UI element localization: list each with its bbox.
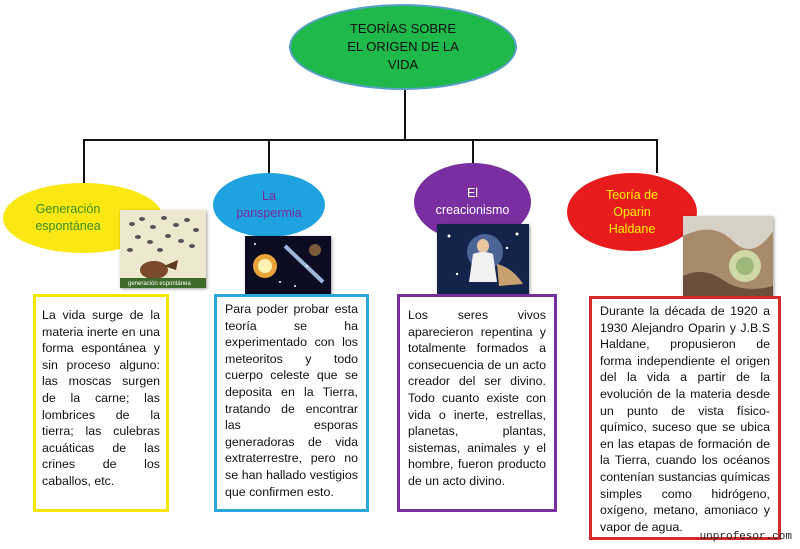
oparin-haldane-text: Durante la década de 1920 a 1930 Alejand…: [600, 304, 770, 534]
branch-3-title-line-1: El: [466, 186, 479, 200]
horizontal-connector: [83, 139, 657, 141]
title-ellipse: TEORÍAS SOBRE EL ORIGEN DE LA VIDA: [289, 4, 517, 90]
branch-3-stem: [472, 139, 474, 163]
branch-4-title-line-2: Oparin: [613, 204, 651, 219]
branch-panspermia-ellipse: La panspermia: [213, 173, 325, 237]
title-line-1: TEORÍAS SOBRE: [349, 21, 457, 36]
oparin-haldane-textbox: Durante la década de 1920 a 1930 Alejand…: [589, 296, 781, 540]
meteorite-space-image: [245, 236, 331, 294]
branch-oparin-haldane-ellipse: Teoría de Oparin Haldane: [567, 173, 697, 251]
primordial-ocean-image: [683, 216, 773, 296]
generacion-espontanea-textbox: La vida surge de la materia inerte en un…: [33, 294, 169, 512]
branch-4-title-line-1: Teoría de: [605, 187, 659, 202]
branch-2-title-line-2: panspermia: [236, 206, 302, 220]
branch-1-title-line-1: Generación: [35, 202, 101, 216]
panspermia-text: Para poder probar esta teoría se ha expe…: [225, 302, 358, 499]
branch-1-stem: [83, 139, 85, 183]
title-stem: [404, 88, 406, 140]
creation-painting-image: [437, 224, 529, 294]
branch-3-title-line-2: creacionismo: [435, 203, 510, 217]
generacion-espontanea-text: La vida surge de la materia inerte en un…: [42, 308, 160, 488]
branch-2-title-line-1: La: [262, 189, 276, 203]
creacionismo-text: Los seres vivos aparecieron repentina y …: [408, 308, 546, 488]
branch-4-title-line-3: Haldane: [608, 221, 656, 236]
title-line-3: VIDA: [387, 57, 419, 72]
spontaneous-generation-caption: generación espontánea: [128, 281, 191, 287]
panspermia-textbox: Para poder probar esta teoría se ha expe…: [214, 294, 369, 512]
branch-1-title-line-2: espontánea: [35, 219, 101, 233]
branch-4-stem: [656, 139, 658, 173]
watermark: unprofesor.com: [699, 531, 792, 543]
branch-2-stem: [268, 139, 270, 173]
creacionismo-textbox: Los seres vivos aparecieron repentina y …: [397, 294, 557, 512]
title-line-2: EL ORIGEN DE LA: [347, 39, 459, 54]
spontaneous-generation-image: generación espontánea: [120, 210, 206, 288]
